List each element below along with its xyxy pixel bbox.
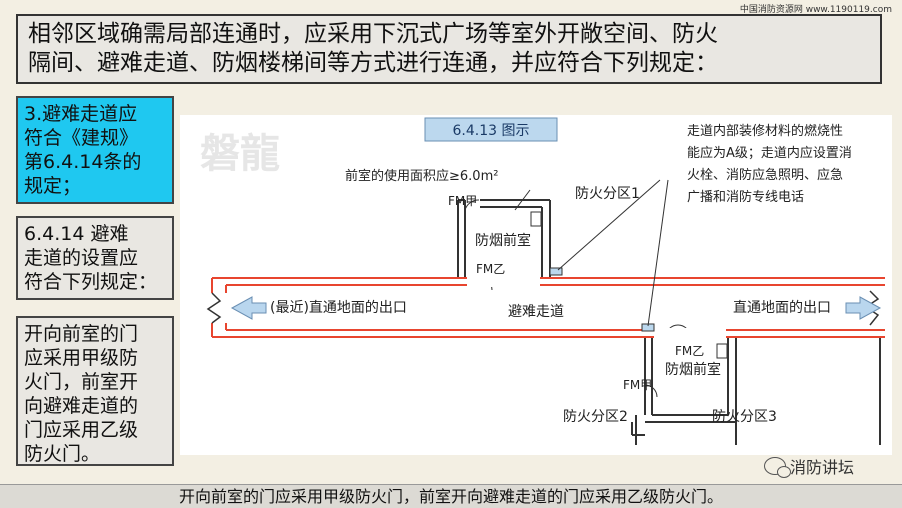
diagram-title: 6.4.13 图示 — [453, 123, 530, 139]
upper-anteroom-label: 防烟前室 — [475, 232, 531, 249]
lower-fm-a-label: FM甲 — [623, 378, 652, 392]
evacuation-diagram: 磐龍 6.4.13 图示 — [200, 117, 885, 445]
side-line: 符合《建规》 — [24, 127, 139, 149]
lower-opening — [654, 328, 726, 339]
wechat-icon — [764, 457, 791, 478]
upper-material-leader — [557, 179, 661, 271]
site-watermark: 中国消防资源网 www.1190119.com — [739, 5, 892, 15]
refuge-corridor — [211, 277, 885, 338]
area-note-leader — [514, 189, 531, 211]
lower-fm-b-label: FM乙 — [675, 344, 704, 358]
diagram-title-box — [424, 117, 558, 142]
side-line: 第6.4.14条的 — [24, 151, 142, 173]
side-line: 门应采用乙级 — [24, 419, 139, 441]
side-line: 6.4.14 避难 — [24, 223, 129, 245]
side-line: 符合下列规定： — [24, 271, 158, 293]
upper-fm-a-label: FM甲 — [448, 194, 477, 208]
right-exit-arrow-icon — [845, 296, 882, 320]
upper-stair-symbol — [530, 211, 542, 227]
channel-logo: 消防讲坛 — [764, 454, 854, 478]
diagram-area: 磐龍 6.4.13 图示 — [180, 115, 892, 455]
side-line: 应采用甲级防 — [24, 347, 139, 369]
upper-fm-b-label: FM乙 — [476, 262, 505, 276]
corridor-label: 避难走道 — [508, 304, 564, 320]
materials-note-line: 广播和消防专线电话 — [687, 189, 804, 205]
side-line: 规定； — [24, 175, 82, 197]
zone-3-label: 防火分区3 — [712, 409, 777, 425]
lower-material-leader — [647, 179, 669, 327]
side-line: 火门，前室开 — [24, 371, 139, 393]
materials-note-line: 走道内部装修材料的燃烧性 — [687, 123, 843, 139]
background-logo-text: 磐龍 — [200, 131, 280, 177]
lower-anteroom-label: 防烟前室 — [665, 361, 721, 378]
zone-2-label: 防火分区2 — [563, 409, 628, 425]
left-exit-break — [206, 292, 222, 324]
side-line: 向避难走道的 — [24, 395, 139, 417]
side-line: 走道的设置应 — [24, 247, 139, 269]
area-note: 前室的使用面积应≥6.0m² — [345, 168, 498, 184]
left-exit-label: (最近)直通地面的出口 — [270, 299, 407, 316]
lower-door-swing-c — [644, 384, 658, 398]
left-exit-arrow-icon — [230, 296, 267, 320]
side-line: 防火门。 — [24, 443, 101, 465]
side-line: 开向前室的门 — [24, 323, 139, 345]
materials-note-line: 火栓、消防应急照明、应急 — [687, 167, 843, 183]
side-line: 3.避难走道应 — [24, 103, 138, 125]
right-exit-label: 直通地面的出口 — [733, 299, 831, 316]
upper-equipment-marker — [549, 267, 563, 276]
header-box: 相邻区域确需局部连通时，应采用下沉式广场等室外开敞空间、防火 隔间、避难走道、防… — [16, 14, 882, 84]
header-line-2: 隔间、避难走道、防烟楼梯间等方式进行连通，并应符合下列规定： — [28, 50, 718, 76]
upper-door-swing-a — [464, 199, 480, 211]
channel-name: 消防讲坛 — [790, 458, 855, 477]
materials-note-line: 能应为A级；走道内应设置消 — [687, 145, 852, 161]
footer-caption: 开向前室的门应采用甲级防火门，前室开向避难走道的门应采用乙级防火门。 — [0, 484, 902, 508]
lower-stair-symbol — [716, 343, 728, 359]
zone-1-label: 防火分区1 — [575, 186, 640, 202]
header-line-1: 相邻区域确需局部连通时，应采用下沉式广场等室外开敞空间、防火 — [28, 21, 718, 47]
side-box-door-rule: 开向前室的门 应采用甲级防 火门，前室开 向避难走道的 门应采用乙级 防火门。 — [16, 316, 174, 466]
upper-opening — [467, 276, 540, 287]
side-box-requirement: 3.避难走道应 符合《建规》 第6.4.14条的 规定； — [16, 96, 174, 204]
side-box-article: 6.4.14 避难 走道的设置应 符合下列规定： — [16, 216, 174, 300]
upper-anteroom — [457, 199, 551, 278]
lower-anteroom — [631, 337, 737, 436]
